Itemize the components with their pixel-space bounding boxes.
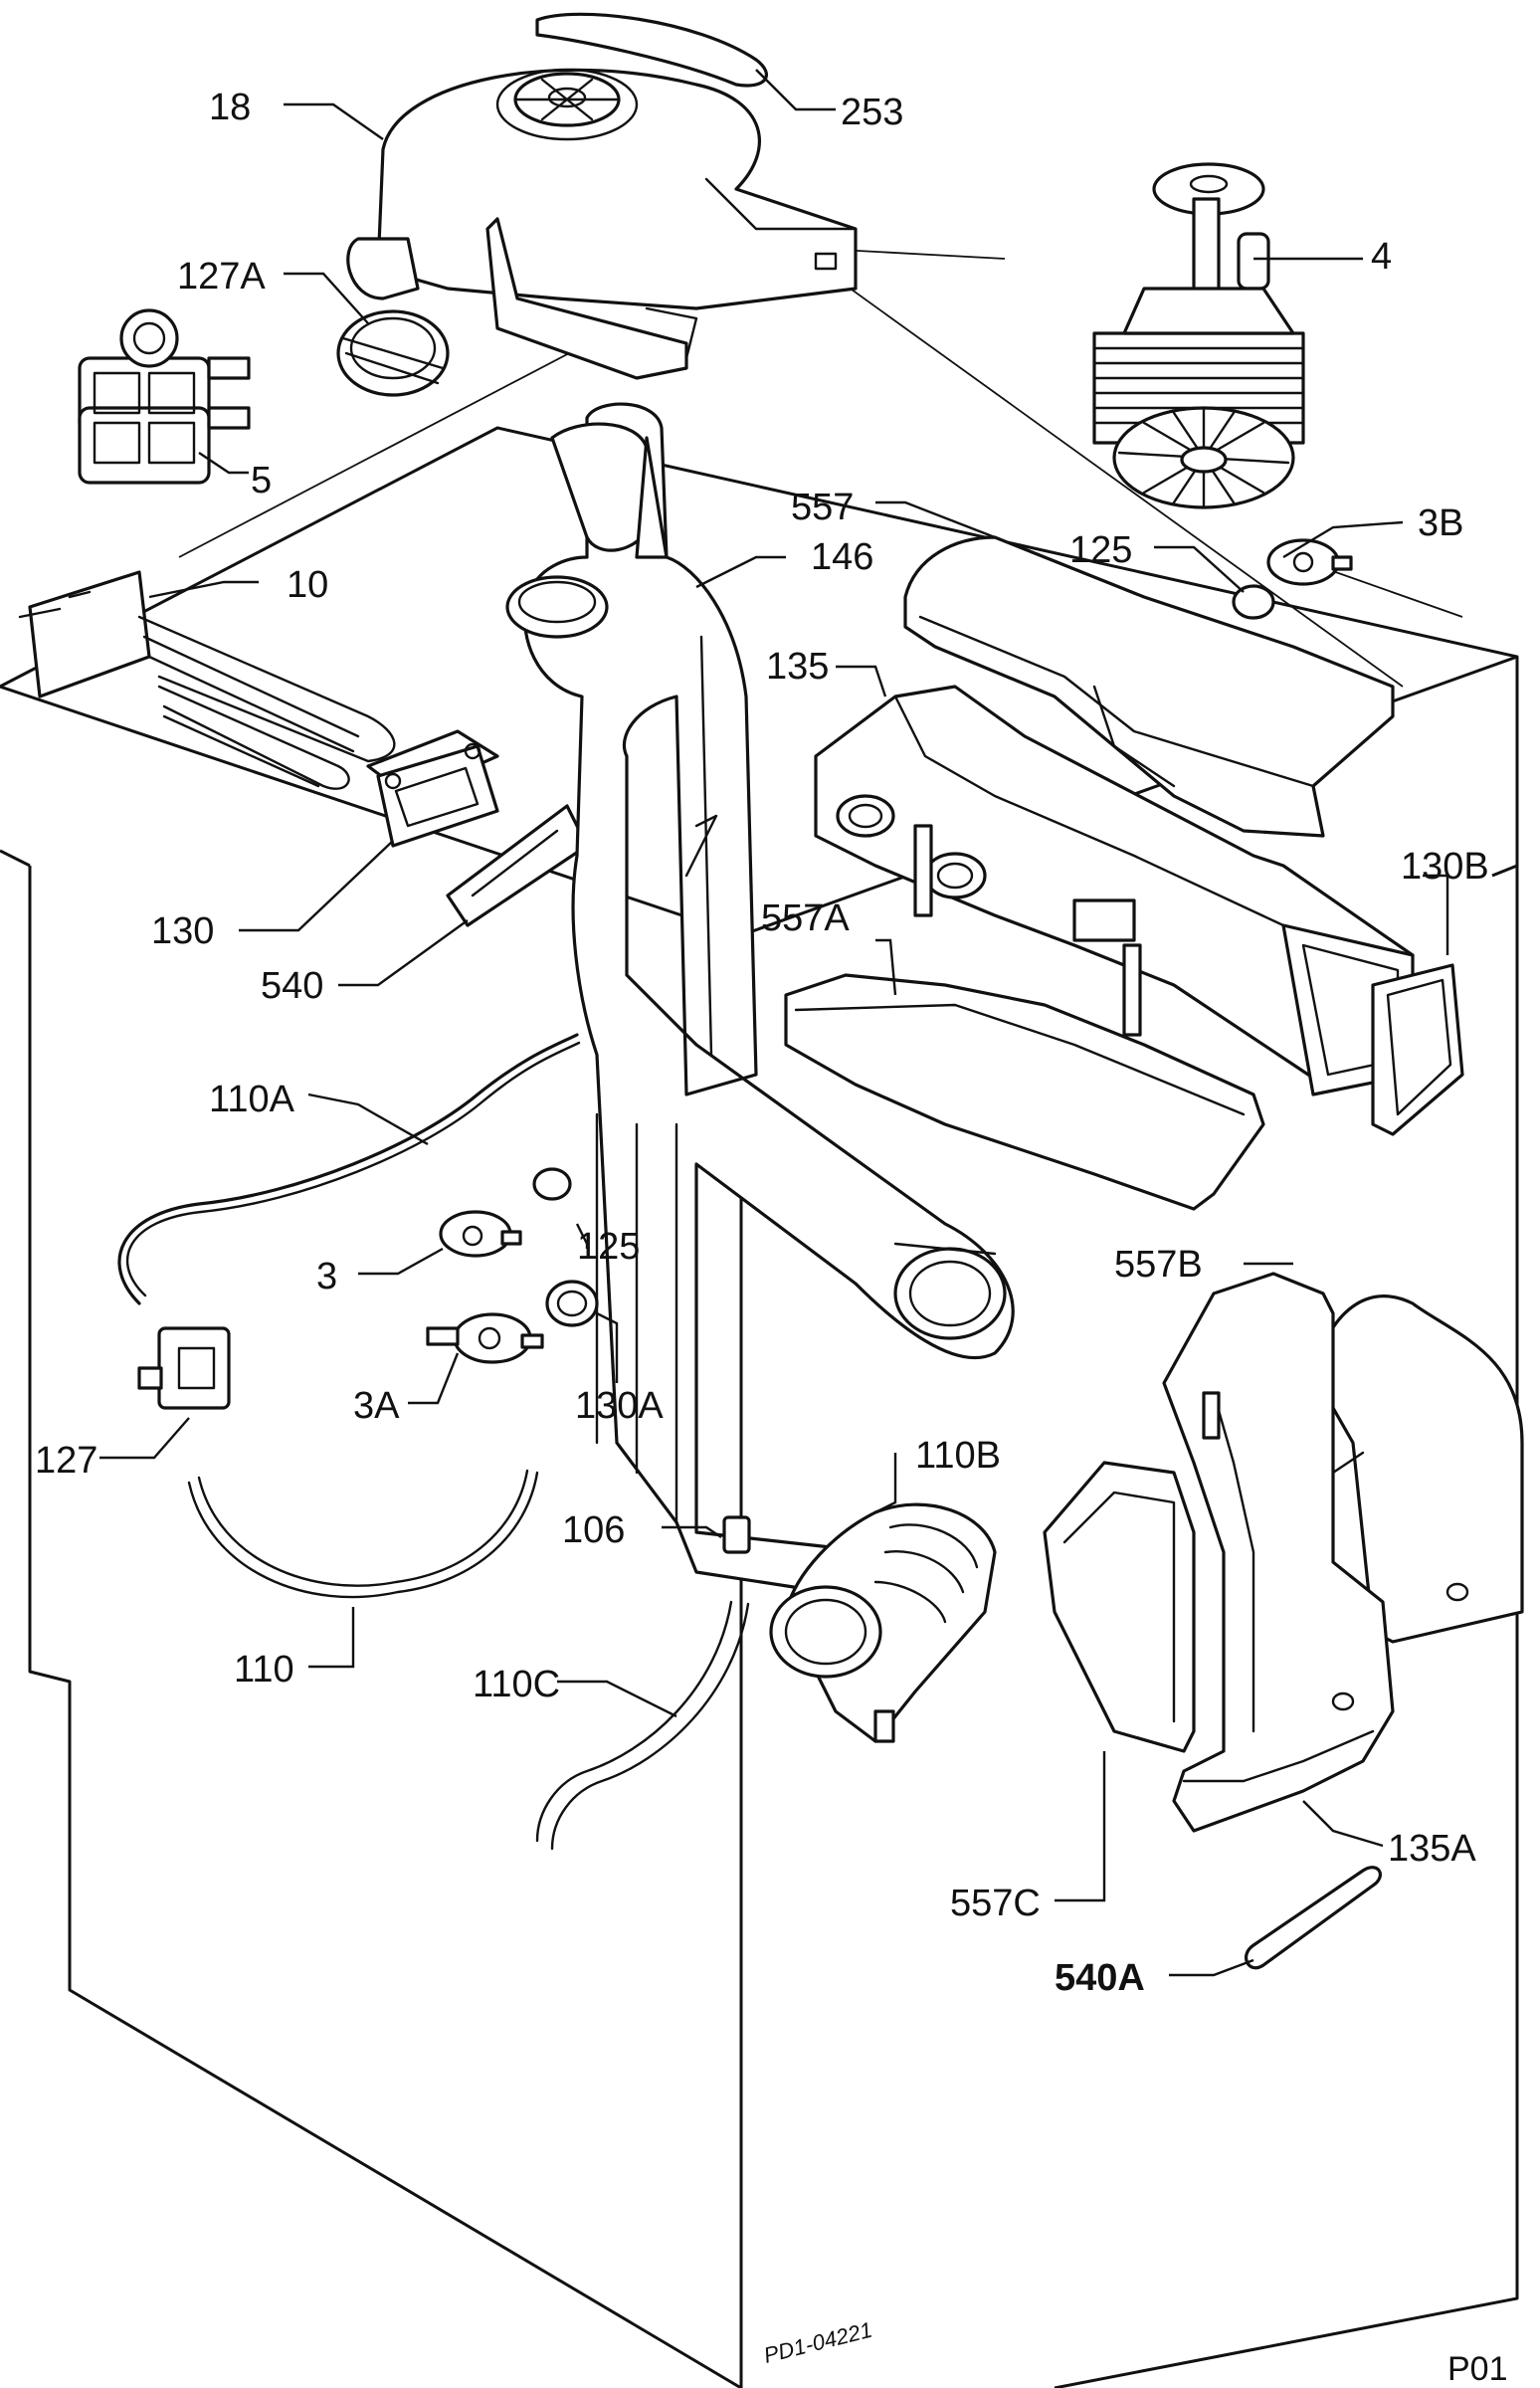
motor-part bbox=[1092, 162, 1305, 509]
thermostat-3a-part bbox=[426, 1312, 544, 1364]
hose-110-part bbox=[187, 1469, 539, 1599]
thermostat-3-part bbox=[439, 1210, 522, 1258]
label-110b: 110B bbox=[915, 1435, 1001, 1477]
grommet-130a-part bbox=[545, 1280, 599, 1327]
o-ring-125b-part bbox=[532, 1167, 572, 1201]
bellows-110b-part bbox=[769, 1502, 997, 1743]
o-ring-125-part bbox=[1232, 584, 1275, 620]
label-106: 106 bbox=[562, 1509, 625, 1551]
label-3a: 3A bbox=[353, 1385, 400, 1427]
switch-127-part bbox=[137, 1326, 231, 1410]
label-130b: 130B bbox=[1401, 846, 1489, 888]
drawing-code: PD1-04221 bbox=[761, 2317, 874, 2368]
label-557: 557 bbox=[791, 487, 854, 528]
duct-135a-part bbox=[1162, 1272, 1395, 1833]
label-557c: 557C bbox=[950, 1883, 1041, 1924]
fan-housing-part bbox=[346, 68, 858, 380]
label-130a: 130A bbox=[575, 1385, 664, 1427]
label-4: 4 bbox=[1371, 236, 1392, 278]
bracket-540-part bbox=[446, 804, 589, 927]
clip-540a-part bbox=[1245, 1866, 1382, 1970]
label-3b: 3B bbox=[1418, 502, 1463, 544]
label-540a: 540A bbox=[1055, 1957, 1145, 1999]
label-10: 10 bbox=[287, 564, 328, 606]
label-127a: 127A bbox=[177, 256, 266, 298]
label-125a: 125 bbox=[1069, 529, 1132, 571]
label-135: 135 bbox=[766, 646, 829, 688]
label-18: 18 bbox=[209, 87, 251, 128]
label-557b: 557B bbox=[1114, 1244, 1203, 1286]
label-557a: 557A bbox=[761, 897, 850, 939]
hose-110a-part bbox=[117, 1033, 581, 1305]
label-130: 130 bbox=[151, 910, 214, 952]
label-540: 540 bbox=[261, 965, 323, 1007]
page-id: P01 bbox=[1447, 2350, 1508, 2388]
label-5: 5 bbox=[251, 460, 272, 501]
connector-106-part bbox=[722, 1515, 751, 1554]
label-146: 146 bbox=[811, 536, 873, 578]
label-3: 3 bbox=[316, 1256, 337, 1297]
gasket-130-part bbox=[376, 742, 499, 848]
gasket-ring-part bbox=[336, 309, 450, 397]
leader-lines bbox=[99, 69, 1449, 1977]
cover-557a-part bbox=[784, 973, 1265, 1211]
gasket-130b-part bbox=[1371, 963, 1464, 1136]
label-253: 253 bbox=[841, 92, 903, 133]
label-125b: 125 bbox=[577, 1226, 640, 1268]
thermostat-3b-part bbox=[1266, 538, 1353, 586]
label-110: 110 bbox=[234, 1649, 294, 1691]
hose-110c-part bbox=[535, 1600, 750, 1851]
part-labels: 18 253 127A 4 5 557 146 125 3B 10 135 13… bbox=[35, 87, 1489, 1999]
label-127: 127 bbox=[35, 1440, 97, 1482]
label-110a: 110A bbox=[209, 1079, 295, 1120]
main-duct-146-part bbox=[505, 402, 1015, 1594]
cover-557c-part bbox=[1043, 1461, 1196, 1753]
solenoid-valve-part bbox=[78, 308, 251, 485]
label-135a: 135A bbox=[1388, 1828, 1476, 1870]
label-110c: 110C bbox=[473, 1664, 560, 1705]
